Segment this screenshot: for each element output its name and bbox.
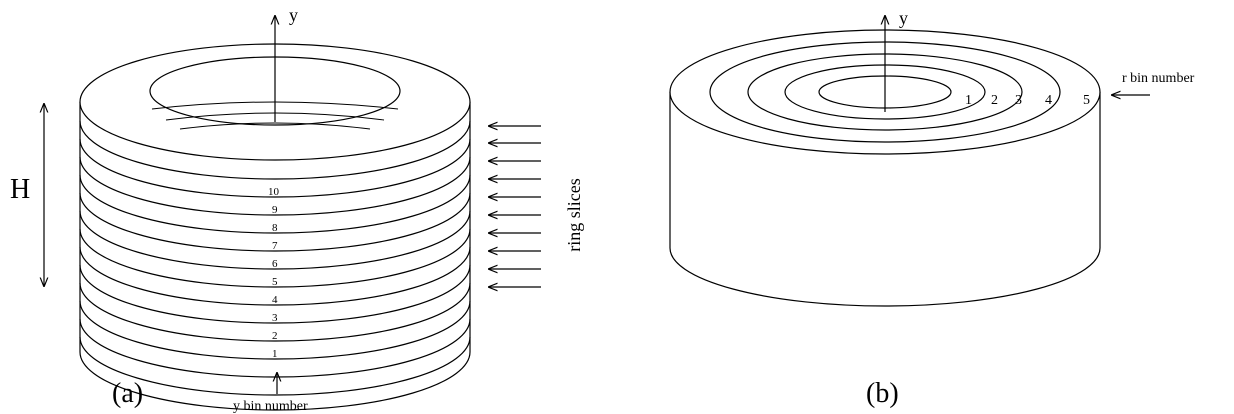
y-axis-label-a: y — [289, 5, 298, 25]
slice-number-10: 10 — [268, 186, 280, 198]
slice-number-9: 9 — [272, 204, 278, 216]
ring-slice-arrows — [489, 126, 541, 287]
r-bin-label: r bin number — [1122, 71, 1195, 86]
ring-number-2: 2 — [991, 93, 998, 108]
slice-number-6: 6 — [272, 258, 278, 270]
bottom-label-a: y bin number — [233, 399, 308, 414]
slice-number-8: 8 — [272, 222, 278, 234]
cylinder-bottom-edge-b — [669, 247, 1101, 307]
slice-number-5: 5 — [272, 276, 278, 288]
ring-number-1: 1 — [965, 93, 972, 108]
slice-number-1: 1 — [272, 348, 278, 360]
slice-number-7: 7 — [272, 240, 278, 252]
slice-number-3: 3 — [272, 312, 278, 324]
ring-slices-label: ring slices — [564, 178, 584, 252]
panel-b-caption: (b) — [866, 378, 899, 409]
panel-a-caption: (a) — [112, 378, 143, 409]
slice-number-labels: 1 2 3 4 5 6 7 8 9 10 — [268, 186, 280, 360]
slice-number-2: 2 — [272, 330, 278, 342]
height-label: H — [10, 174, 30, 205]
cylinder-bottom-edge — [79, 351, 471, 411]
y-axis-label-b: y — [899, 8, 908, 28]
slice-number-4: 4 — [272, 294, 278, 306]
panel-a: y H 1 2 3 4 5 6 7 8 9 10 — [10, 5, 584, 414]
ring-slice-lines — [79, 120, 471, 396]
ring-number-5: 5 — [1083, 93, 1090, 108]
panel-b: y 1 2 3 4 5 r bin number (b) — [669, 8, 1195, 409]
ring-number-3: 3 — [1015, 93, 1022, 108]
ring-number-4: 4 — [1045, 93, 1052, 108]
